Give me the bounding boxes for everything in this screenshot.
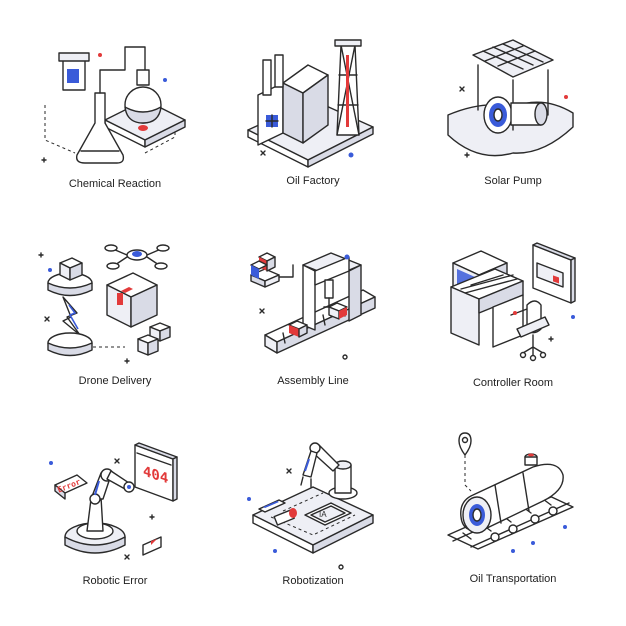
assembly-line-tile: Assembly Line	[223, 235, 403, 415]
assembly-line-label: Assembly Line	[277, 375, 349, 387]
drone-delivery-icon	[38, 244, 171, 364]
oil-factory-label: Oil Factory	[286, 175, 340, 187]
chemical-reaction-tile: Chemical Reaction	[25, 35, 205, 215]
robotic-error-label: Robotic Error	[82, 575, 148, 587]
oil-factory-icon	[247, 39, 374, 168]
drone-delivery-label: Drone Delivery	[78, 375, 152, 387]
oil-transportation-label: Oil Transportation	[469, 573, 557, 585]
robotization-tile: IA Robotization	[223, 435, 403, 615]
controller-room-tile: Controller Room	[423, 235, 603, 415]
solar-pump-icon	[447, 39, 574, 158]
oil-transportation-tile: Oil Transportation	[423, 432, 603, 615]
robotization-label: Robotization	[282, 575, 344, 587]
ia-chip-text: IA	[319, 510, 327, 519]
oil-factory-tile: Oil Factory	[223, 35, 403, 215]
solar-pump-tile: Solar Pump	[423, 35, 603, 215]
solar-pump-label: Solar Pump	[484, 175, 542, 187]
assembly-line-icon	[250, 252, 376, 360]
robotic-error-tile: 404 Error Robotic Error	[25, 435, 205, 615]
robotization-icon: IA	[247, 442, 374, 570]
robotic-error-icon: 404 Error	[49, 442, 178, 560]
oil-transportation-icon	[447, 432, 574, 553]
controller-room-label: Controller Room	[472, 377, 554, 389]
controller-room-icon	[450, 242, 576, 362]
chemical-reaction-label: Chemical Reaction	[68, 178, 162, 190]
chemical-reaction-icon	[41, 46, 186, 164]
drone-delivery-tile: Drone Delivery	[25, 235, 205, 415]
